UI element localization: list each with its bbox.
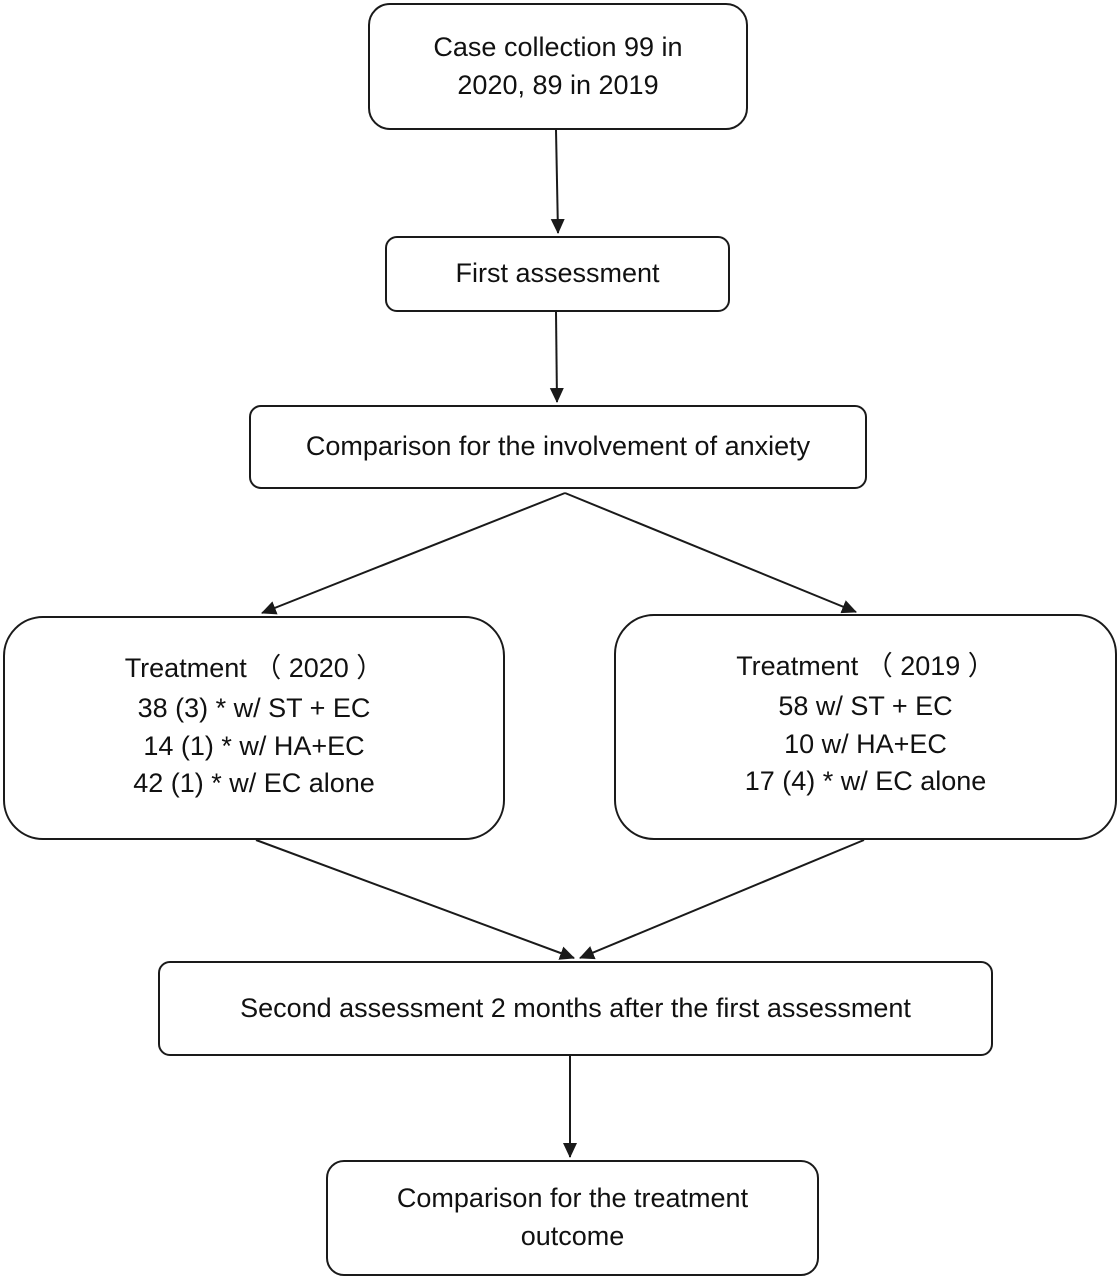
- outcome-comparison-line1: Comparison for the treatment: [396, 1183, 749, 1214]
- case-collection-line2: 2020, 89 in 2019: [457, 69, 659, 100]
- case-collection-box: Case collection 99 in 2020, 89 in 2019: [368, 3, 748, 130]
- treatment-2020-box: Treatment （ 2020 ） 38 (3) * w/ ST + EC 1…: [3, 616, 505, 840]
- case-collection-line1: Case collection 99 in: [433, 31, 683, 62]
- treatment-2019-title: Treatment （ 2019 ）: [736, 651, 995, 681]
- arrow-2020-to-second: [255, 839, 575, 960]
- outcome-comparison-line2: outcome: [520, 1221, 625, 1251]
- arrow-anxiety-to-2019: [564, 492, 857, 614]
- treatment-2019-line: 10 w/ HA+EC: [784, 728, 947, 759]
- arrow-first-to-anxiety: [549, 311, 564, 403]
- second-assessment-label: Second assessment 2 months after the fir…: [240, 992, 911, 1023]
- treatment-2020-line: 38 (3) * w/ ST + EC: [137, 692, 371, 723]
- first-assessment-label: First assessment: [455, 258, 660, 289]
- anxiety-comparison-label: Comparison for the involvement of anxiet…: [305, 431, 811, 462]
- second-assessment-box: Second assessment 2 months after the fir…: [158, 961, 993, 1056]
- anxiety-comparison-box: Comparison for the involvement of anxiet…: [249, 405, 867, 489]
- treatment-2020-title: Treatment （ 2020 ）: [124, 653, 384, 683]
- treatment-2019-box: Treatment （ 2019 ） 58 w/ ST + EC 10 w/ H…: [614, 614, 1117, 840]
- arrow-case-to-first: [550, 129, 565, 234]
- treatment-2019-line: 17 (4) * w/ EC alone: [744, 766, 987, 797]
- treatment-2020-line: 42 (1) * w/ EC alone: [133, 768, 375, 799]
- first-assessment-box: First assessment: [385, 236, 730, 312]
- arrow-2019-to-second: [579, 839, 865, 960]
- arrow-anxiety-to-2020: [261, 492, 566, 615]
- treatment-2020-line: 14 (1) * w/ HA+EC: [143, 730, 365, 761]
- treatment-2019-line: 58 w/ ST + EC: [778, 690, 953, 721]
- outcome-comparison-box: Comparison for the treatment outcome: [326, 1160, 819, 1276]
